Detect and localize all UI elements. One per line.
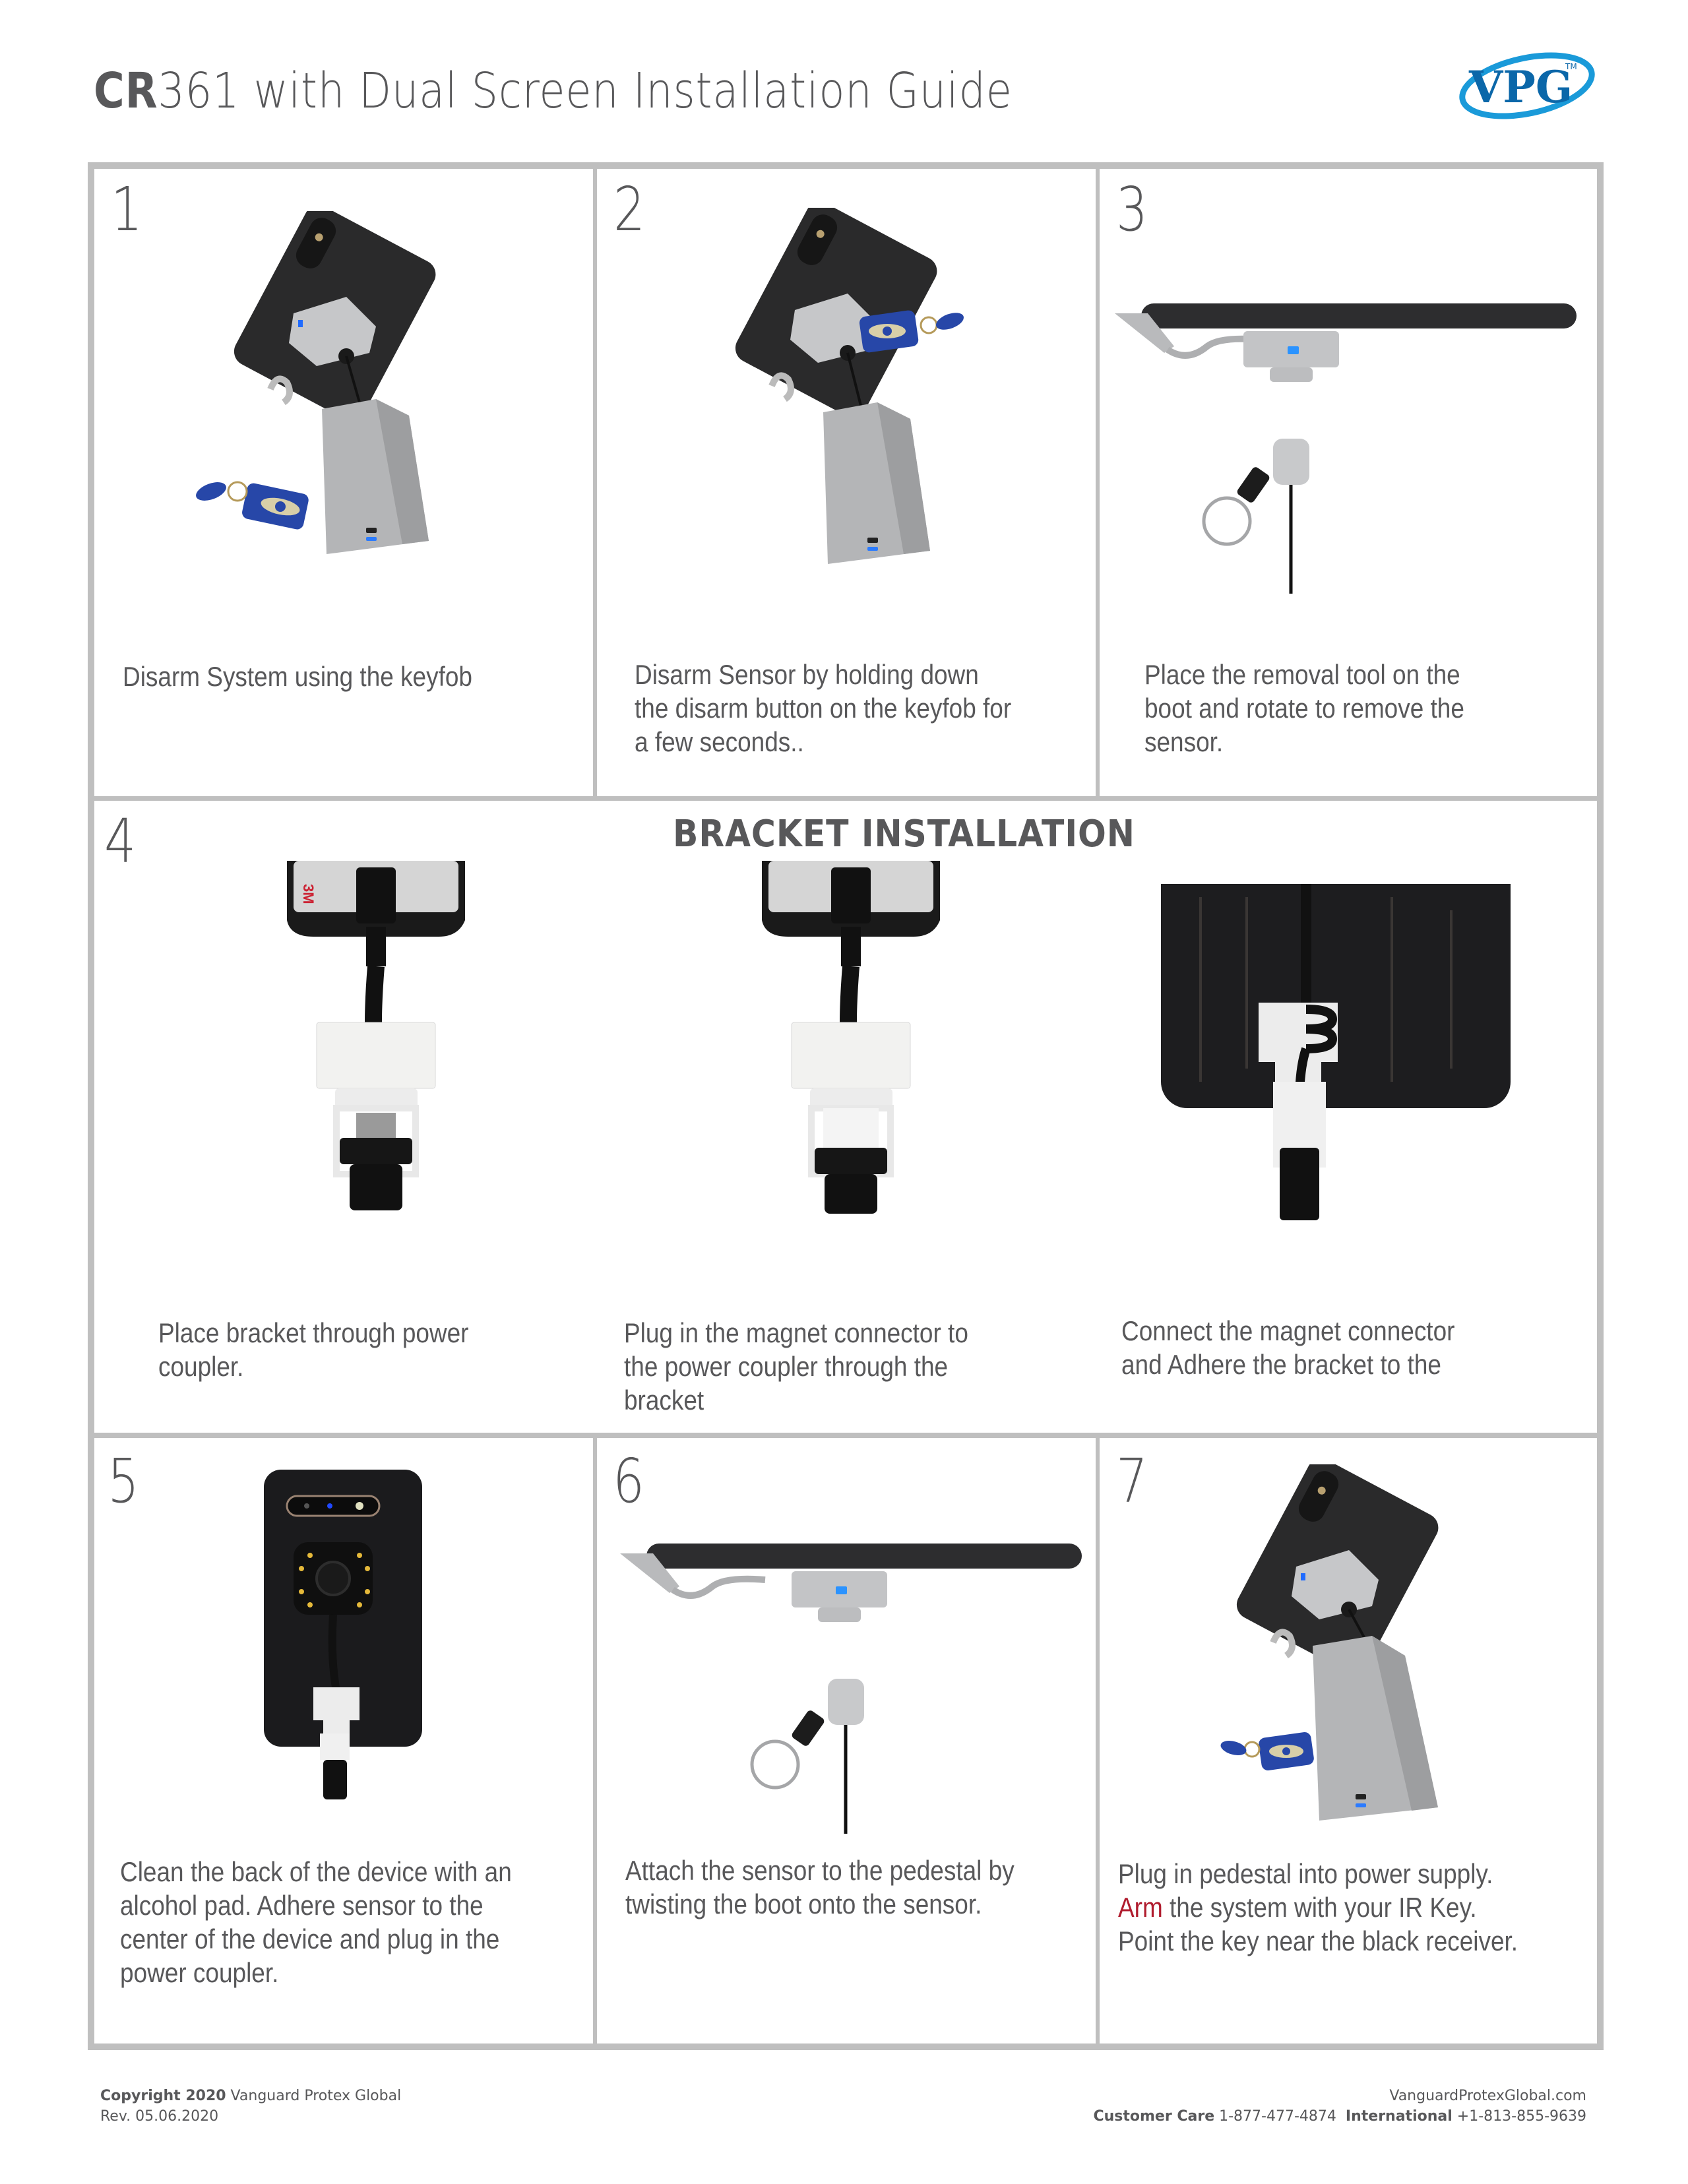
- step-number-7: 7: [1116, 1446, 1148, 1516]
- section-title-bracket-installation: BRACKET INSTALLATION: [673, 813, 1135, 856]
- svg-text:3M: 3M: [300, 884, 317, 904]
- logo-text: VPG: [1468, 61, 1573, 113]
- footer-left: Copyright 2020 Vanguard Protex Global Re…: [100, 2086, 401, 2127]
- page-title: CR361 with Dual Screen Installation Guid…: [94, 63, 1013, 119]
- step-1-illustration: [196, 211, 436, 554]
- step-5-illustration: [264, 1470, 422, 1799]
- step-6-illustration: [620, 1544, 1082, 1834]
- arm-highlight: Arm: [1118, 1892, 1163, 1923]
- step-number-1: 1: [111, 174, 143, 245]
- step-3-cell: [1100, 169, 1597, 796]
- website-link[interactable]: VanguardProtexGlobal.com: [1389, 2088, 1586, 2104]
- international-phone: +1-813-855-9639: [1452, 2108, 1586, 2125]
- step-3-illustration: [1115, 303, 1577, 594]
- step-6-description: Attach the sensor to the pedestal by twi…: [625, 1855, 1015, 1919]
- step-4a-illustration: 3M: [287, 861, 465, 1210]
- step-4c-description: Connect the magnet connector and Adhere …: [1121, 1315, 1455, 1380]
- step-number-2: 2: [613, 174, 646, 245]
- svg-text:TM: TM: [1565, 62, 1577, 71]
- step-7-description: Plug in pedestal into power supply. Arm …: [1118, 1858, 1518, 1956]
- contact-info: Customer Care 1-877-477-4874 Internation…: [1093, 2108, 1586, 2125]
- step-3-description: Place the removal tool on the boot and r…: [1144, 659, 1464, 757]
- revision: Rev. 05.06.2020: [100, 2108, 219, 2125]
- customer-care-phone: 1-877-477-4874: [1214, 2108, 1336, 2125]
- vpg-logo: VPG TM: [1454, 49, 1600, 122]
- footer-right: VanguardProtexGlobal.com Customer Care 1…: [1093, 2086, 1586, 2127]
- step-5-description: Clean the back of the device with an alc…: [120, 1856, 512, 1988]
- step-4b-description: Plug in the magnet connector to the powe…: [624, 1317, 968, 1416]
- copyright: Copyright 2020 Vanguard Protex Global: [100, 2088, 402, 2104]
- step-number-6: 6: [613, 1446, 645, 1516]
- title-text: 361 with Dual Screen Installation Guide: [158, 63, 1013, 119]
- title-model-prefix: CR: [94, 63, 158, 119]
- step-number-3: 3: [1116, 174, 1148, 245]
- step-2-description: Disarm Sensor by holding down the disarm…: [635, 659, 1012, 757]
- step-2-illustration: [735, 208, 964, 564]
- step-4a-description: Place bracket through power coupler.: [158, 1317, 469, 1382]
- step-4b-illustration: [762, 861, 940, 1214]
- step-1-description: Disarm System using the keyfob: [123, 661, 472, 692]
- step-4c-illustration: [1161, 884, 1511, 1220]
- step-number-4: 4: [104, 806, 137, 877]
- step-7-illustration: [1220, 1464, 1439, 1821]
- step-number-5: 5: [108, 1446, 140, 1516]
